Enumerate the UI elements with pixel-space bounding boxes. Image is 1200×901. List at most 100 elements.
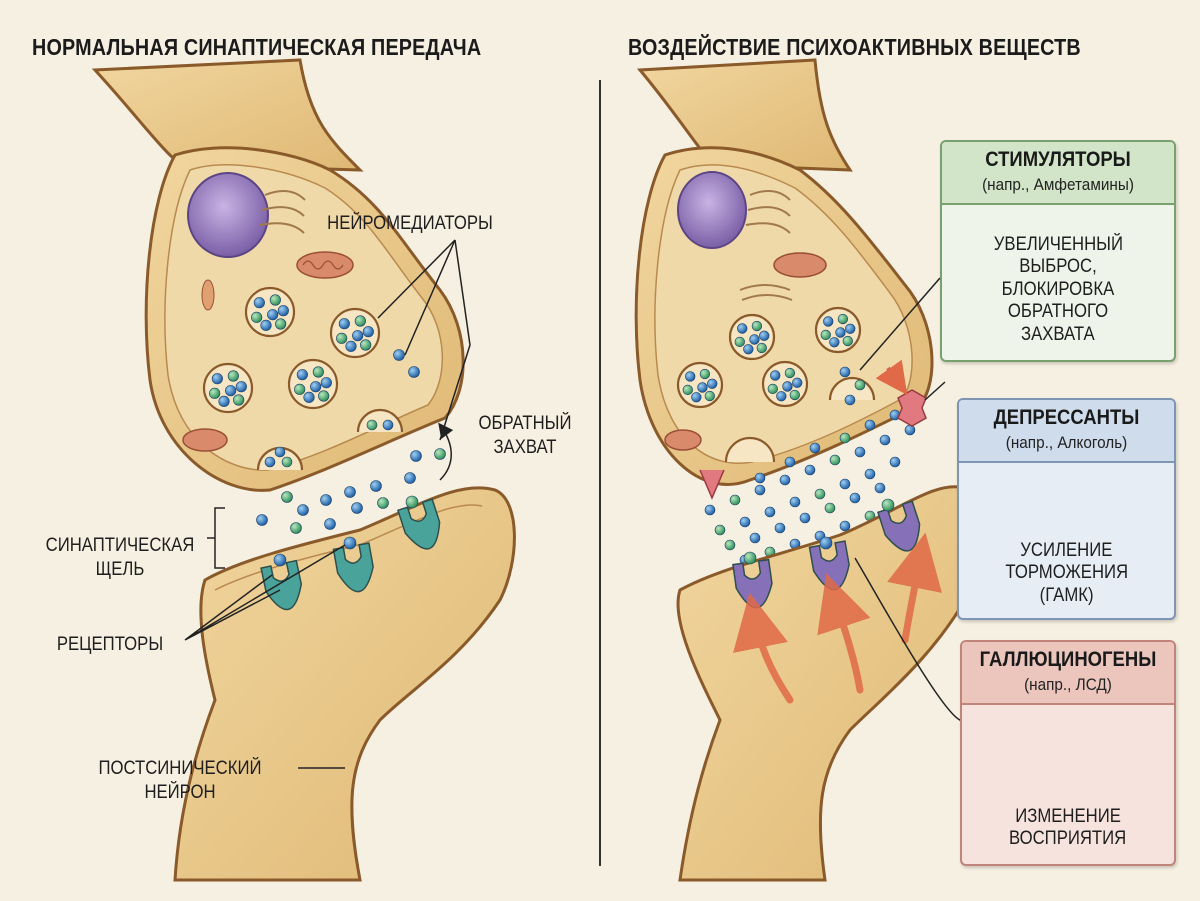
- docking-vesicle: [724, 436, 776, 463]
- neurotransmitter-dot: [770, 370, 781, 381]
- neurotransmitter-dot: [820, 329, 831, 341]
- neurotransmitter-dot: [377, 497, 389, 509]
- nucleus-icon: [677, 171, 747, 249]
- neurotransmitter-dot: [789, 389, 800, 401]
- neurotransmitter-dot: [312, 366, 324, 378]
- neurotransmitter-dot: [729, 494, 741, 506]
- neurotransmitter-dot: [296, 369, 308, 381]
- reuptake-label-line2: ЗАХВАТ: [493, 437, 557, 458]
- neurotransmitter-dot: [682, 384, 693, 396]
- neurotransmitter-dot: [691, 392, 702, 403]
- golgi-icon: [259, 190, 306, 234]
- neurotransmitter-dot: [320, 494, 332, 506]
- synaptic-cleft-label-line2: ЩЕЛЬ: [95, 559, 145, 580]
- neurotransmitter-dot: [804, 464, 816, 476]
- neurotransmitter-dot: [837, 313, 849, 325]
- depressants-effect-line: ТОРМОЖЕНИЯ: [1005, 562, 1128, 584]
- right-panel-title: ВОЗДЕЙСТВИЕ ПСИХОАКТИВНЫХ ВЕЩЕСТВ: [628, 34, 1081, 60]
- neurotransmitter-dot: [338, 318, 350, 330]
- neurotransmitter-dot: [767, 383, 778, 395]
- neurotransmitter-dot: [799, 512, 811, 524]
- neurotransmitter-dot: [360, 339, 372, 351]
- neurotransmitter-dot: [774, 522, 786, 534]
- neurotransmitter-dot: [345, 340, 357, 352]
- neurotransmitter-dot: [824, 502, 836, 514]
- vesicles-right: [676, 306, 876, 463]
- left-presynaptic-neuron: [91, 58, 465, 492]
- neurotransmitter-dot: [845, 323, 856, 334]
- reuptake-block-icon: [699, 359, 927, 500]
- golgi-icon: [745, 190, 791, 234]
- neurotransmitter-dot: [839, 366, 851, 378]
- neurotransmitter-dot: [269, 294, 281, 306]
- mitochondrion-icon: [773, 252, 827, 278]
- neurotransmitter-dot: [233, 394, 245, 406]
- neurotransmitter-dot: [404, 472, 416, 484]
- neurotransmitter-dot: [699, 368, 711, 380]
- neurotransmitter-dot: [749, 334, 760, 345]
- neurotransmitter-dot: [839, 520, 851, 532]
- neurotransmitter-dot: [370, 480, 382, 492]
- neurotransmitter-dot: [823, 316, 834, 327]
- neurotransmitter-dot: [864, 468, 876, 480]
- stimulants-effect-line: БЛОКИРОВКА: [1001, 278, 1115, 300]
- neurotransmitter-dot: [782, 381, 793, 392]
- neurotransmitter-dot: [697, 382, 708, 393]
- neurotransmitter-dot: [756, 342, 767, 354]
- signal-arrow-icon: [817, 573, 871, 694]
- receptor-icon: [260, 559, 303, 611]
- neurotransmitter-dot: [253, 297, 265, 309]
- neurotransmitter-dot: [792, 377, 803, 388]
- neurotransmitter-dot: [352, 330, 364, 342]
- neurotransmitter-dot: [303, 391, 315, 403]
- neurotransmitter-dot: [704, 390, 715, 402]
- neurotransmitter-dot: [704, 504, 716, 516]
- mitochondrion-icon: [664, 429, 702, 451]
- neurotransmitter-dot: [294, 383, 306, 395]
- neurotransmitter-dot: [776, 391, 787, 402]
- neurotransmitter-dot: [344, 486, 356, 498]
- neurotransmitter-dot: [904, 424, 916, 436]
- neurotransmitter-dot: [408, 366, 420, 378]
- stimulants-effect-line: ОБРАТНОГО: [1007, 301, 1109, 323]
- postsynaptic-neuron-label-line2: НЕЙРОН: [144, 782, 216, 803]
- neurotransmitter-dot: [235, 381, 247, 393]
- neurotransmitter-dot: [743, 344, 754, 355]
- hallucinogens-box: ГАЛЛЮЦИНОГЕНЫ (напр., ЛСД) ИЗМЕНЕНИЕ ВОС…: [960, 640, 1176, 866]
- stimulants-effect-line: ЗАХВАТА: [1021, 323, 1095, 345]
- neurotransmitter-dot: [260, 319, 272, 331]
- neurotransmitter-dot: [275, 318, 287, 330]
- depressants-example: (напр., Алкоголь): [1005, 433, 1128, 452]
- neurotransmitter-dot: [281, 491, 293, 503]
- neurotransmitter-dot: [844, 394, 856, 406]
- neurotransmitter-dot: [393, 349, 405, 361]
- neurotransmitter-dot: [835, 327, 846, 338]
- neurotransmitter-dot: [814, 488, 826, 500]
- depressants-effect: УСИЛЕНИЕ ТОРМОЖЕНИЯ (ГАМК): [959, 540, 1174, 607]
- receptor-icon: [332, 542, 374, 593]
- neurotransmitter-dot: [405, 495, 419, 509]
- neurotransmitter-dot: [881, 498, 895, 512]
- neurotransmitter-dot: [819, 536, 833, 550]
- stimulants-example: (напр., Амфетамины): [982, 175, 1134, 194]
- neurotransmitter-dot: [324, 518, 336, 530]
- signal-arrow-icon: [733, 592, 794, 704]
- neurotransmitter-dot: [382, 419, 394, 431]
- neurotransmitter-dot: [211, 373, 223, 385]
- neurotransmitter-dot: [889, 456, 901, 468]
- receptors-left: [260, 495, 441, 611]
- neurotransmitter-dot: [267, 309, 279, 321]
- neurotransmitter-dot: [879, 434, 891, 446]
- neurotransmitter-dot: [759, 330, 770, 341]
- free-neurotransmitters-left: [256, 349, 446, 534]
- neurotransmitter-dot: [274, 446, 286, 458]
- neurotransmitter-dot: [839, 432, 851, 444]
- neurotransmitter-dot: [354, 315, 366, 327]
- depressants-title: ДЕПРЕССАНТЫ: [993, 406, 1140, 429]
- stimulants-effect: УВЕЛИЧЕННЫЙ ВЫБРОС, БЛОКИРОВКА ОБРАТНОГО…: [942, 234, 1174, 346]
- hallucinogens-effect-line: ВОСПРИЯТИЯ: [1009, 828, 1127, 850]
- left-postsynaptic-neuron: [173, 486, 516, 882]
- neurotransmitter-dot: [273, 553, 287, 567]
